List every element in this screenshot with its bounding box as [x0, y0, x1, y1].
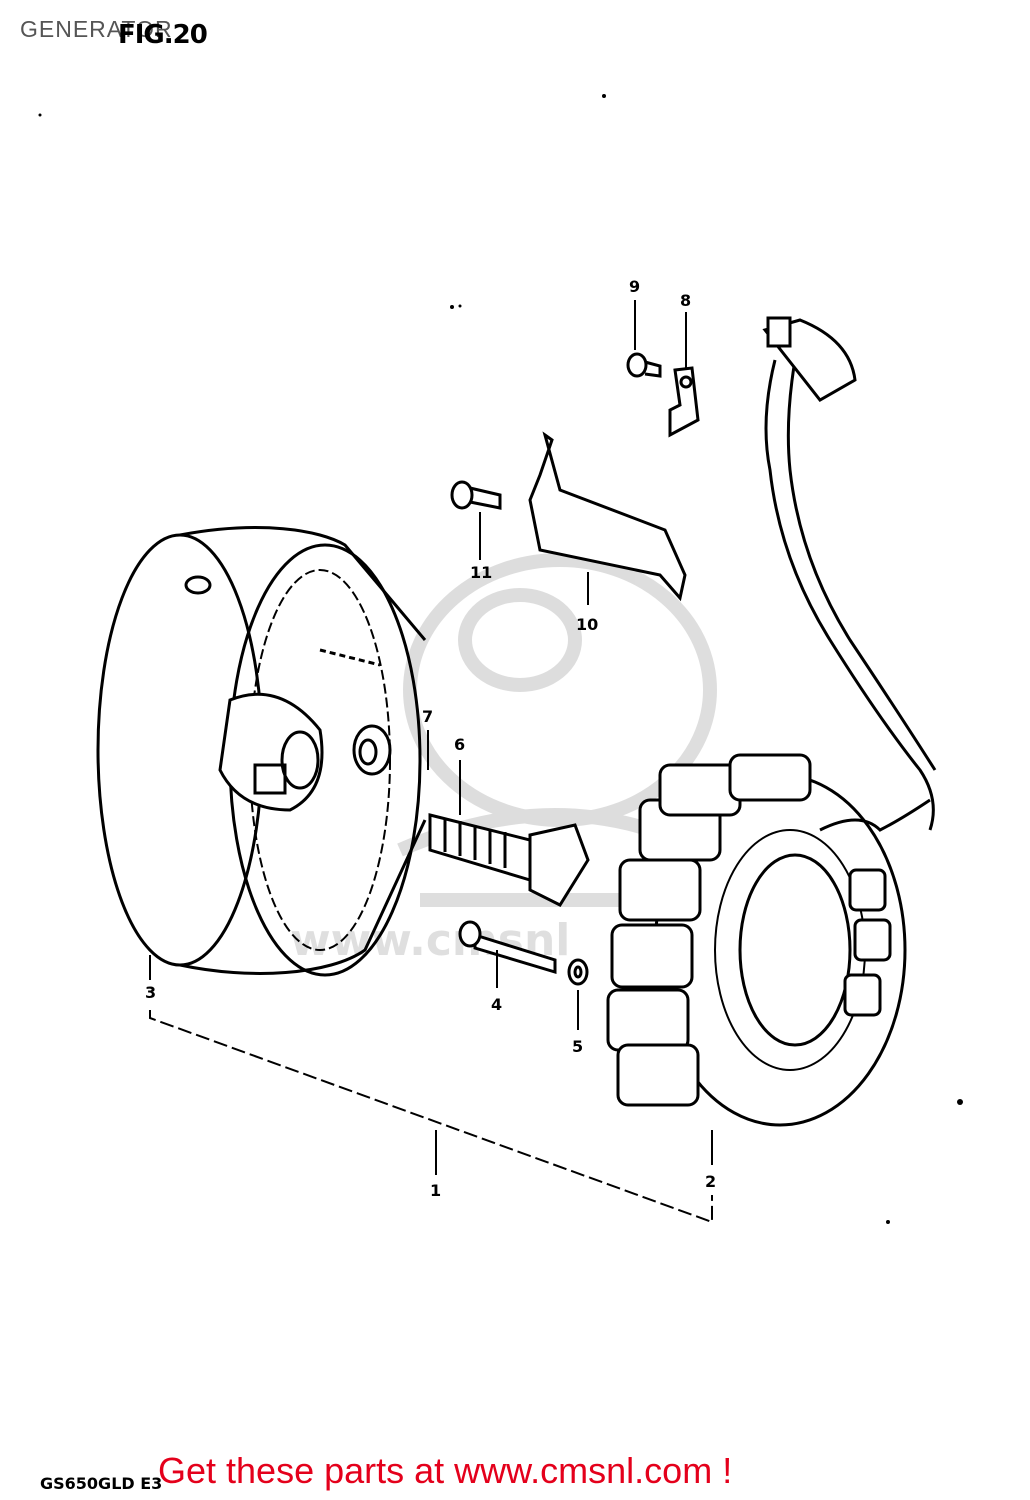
- stator-screw[interactable]: [458, 920, 557, 975]
- callout-8: 8: [680, 291, 691, 310]
- callout-1: 1: [430, 1181, 441, 1200]
- stator-coil[interactable]: [606, 753, 931, 1127]
- callout-9: 9: [629, 277, 640, 296]
- clamp-screw[interactable]: [626, 352, 662, 378]
- callout-4: 4: [491, 995, 502, 1014]
- rotor-key[interactable]: [352, 724, 392, 776]
- stator-washer[interactable]: [567, 958, 589, 986]
- promo-banner[interactable]: Get these parts at www.cmsnl.com !: [158, 1450, 733, 1491]
- stator-wire-harness[interactable]: [762, 316, 937, 831]
- plate-bolt[interactable]: [450, 480, 502, 510]
- wire-clamp[interactable]: [668, 366, 700, 438]
- callout-10: 10: [576, 615, 598, 634]
- rotor-flywheel[interactable]: [96, 526, 427, 977]
- callout-11: 11: [470, 563, 492, 582]
- callout-5: 5: [572, 1037, 583, 1056]
- scan-specks: [38, 94, 963, 1224]
- model-code: GS650GLD E3: [40, 1474, 163, 1493]
- callout-2: 2: [705, 1172, 716, 1191]
- callout-6: 6: [454, 735, 465, 754]
- callout-3: 3: [145, 983, 156, 1002]
- callout-7: 7: [422, 707, 433, 726]
- wire-clamp-plate[interactable]: [528, 431, 687, 602]
- page-title: GENERATOR: [20, 16, 173, 42]
- figure-label: FIG.20: [118, 20, 208, 50]
- rotor-bolt[interactable]: [428, 813, 590, 907]
- callout-leaders: [149, 300, 713, 1224]
